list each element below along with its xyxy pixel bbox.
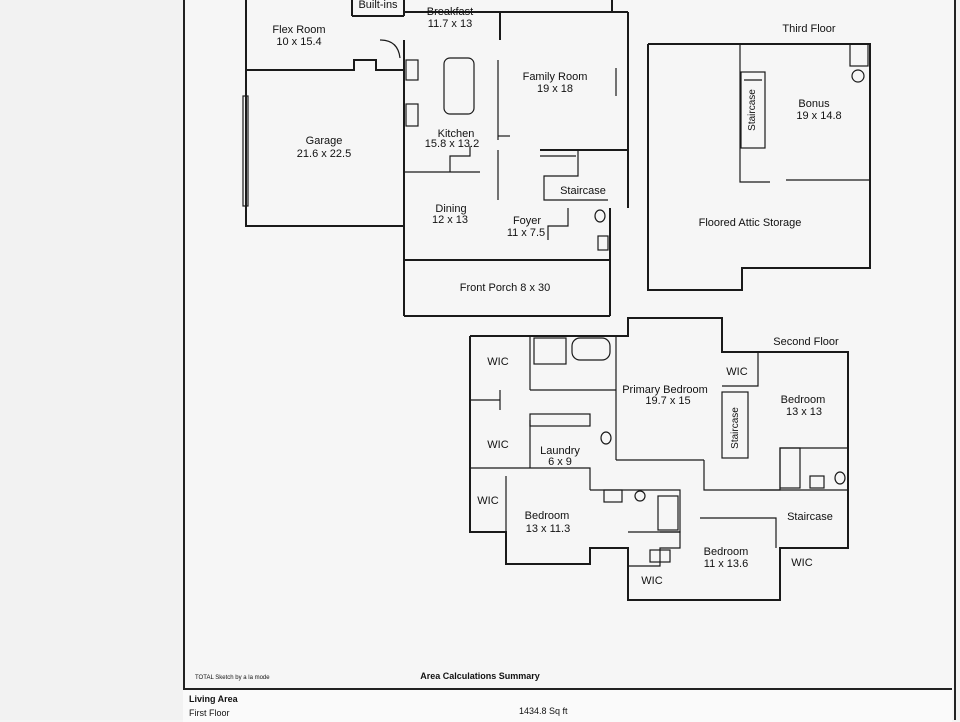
kitchen-counter [405, 59, 419, 81]
bottom-sink [649, 549, 671, 563]
living-area-heading: Living Area [189, 694, 238, 704]
bonus-name: Bonus [798, 98, 830, 110]
bedroom-bottom-name: Bedroom [704, 546, 749, 558]
vanity [529, 413, 591, 427]
staircase-second-right-label: Staircase [787, 511, 833, 523]
dining-name: Dining [435, 203, 466, 215]
bedroom-bottom-closet [628, 531, 681, 567]
foyer-wall [547, 208, 569, 240]
kitchen-island [443, 57, 475, 115]
pantry-wall [449, 146, 471, 172]
primary-bedroom-name: Primary Bedroom [622, 384, 708, 396]
first-floor-row-value: 1434.8 Sq ft [519, 706, 568, 716]
garage-name: Garage [306, 135, 343, 147]
bonus-dims: 19 x 14.8 [796, 110, 841, 122]
family-room-name: Family Room [523, 71, 588, 83]
bedroom-left-dims: 13 x 11.3 [526, 523, 570, 535]
bonus-left-wall [739, 44, 770, 183]
laundry-wall [530, 467, 591, 490]
foyer-name: Foyer [513, 215, 541, 227]
second-floor-plan [469, 317, 849, 601]
right-bath-walls [703, 447, 848, 491]
wic-label: WIC [487, 356, 508, 368]
bedroom-left-name: Bedroom [525, 510, 570, 522]
bedroom-right-name: Bedroom [781, 394, 826, 406]
kitchen-name: Kitchen [438, 128, 475, 140]
primary-bedroom-dims: 19.7 x 15 [645, 395, 690, 407]
wic-right-walls [722, 352, 759, 387]
toilet [600, 431, 612, 445]
tub-right [779, 447, 801, 489]
flex-room-name: Flex Room [272, 24, 325, 36]
garage-wall [245, 70, 404, 227]
bonus-toilet [849, 43, 869, 67]
first-floor-plan [242, 0, 629, 317]
area-summary-title: Area Calculations Summary [420, 671, 540, 681]
toilet [594, 209, 606, 223]
kitchen-dims: 15.8 x 13.2 [425, 138, 479, 150]
range [405, 103, 419, 127]
staircase-outline [543, 150, 608, 201]
wic-label: WIC [641, 575, 662, 587]
first-floor-row-label: First Floor [189, 708, 230, 718]
sink-right [809, 475, 825, 489]
door-swing [379, 39, 401, 59]
bedroom-bottom-top-wall [700, 517, 777, 548]
shower [533, 337, 567, 365]
plan-sheet [183, 0, 956, 720]
builtins-label: Built-ins [358, 0, 398, 11]
area-summary-table: Living Area First Floor 1434.8 Sq ft [183, 688, 952, 722]
staircase-second-label: Staircase [730, 407, 741, 449]
breakfast-name: Breakfast [427, 6, 473, 18]
laundry-name: Laundry [540, 445, 580, 457]
bathtub [571, 337, 611, 361]
third-floor-outline [647, 43, 871, 291]
hall-tub [657, 495, 679, 531]
front-porch-label: Front Porch 8 x 30 [460, 282, 551, 294]
attic-storage-label: Floored Attic Storage [699, 217, 802, 229]
staircase-third-label: Staircase [747, 89, 758, 131]
hall-toilet [634, 490, 646, 502]
wic-label: WIC [487, 439, 508, 451]
wic-label: WIC [477, 495, 498, 507]
flex-room-dims: 10 x 15.4 [276, 36, 321, 48]
toilet-right [834, 471, 846, 485]
foyer-dims: 11 x 7.5 [507, 227, 545, 239]
third-floor-plan [647, 43, 871, 291]
sketch-credit: TOTAL Sketch by a la mode [195, 675, 270, 681]
dining-dims: 12 x 13 [432, 214, 468, 226]
wic-label: WIC [726, 366, 747, 378]
bedroom-right-dims: 13 x 13 [786, 406, 822, 418]
bonus-sink [851, 69, 865, 83]
third-floor-title: Third Floor [782, 23, 836, 35]
second-floor-title: Second Floor [773, 336, 839, 348]
staircase-first-label: Staircase [560, 185, 606, 197]
hall-sink [603, 489, 623, 503]
wic-label: WIC [791, 557, 812, 569]
family-room-dims: 19 x 18 [537, 83, 573, 95]
laundry-dims: 6 x 9 [548, 456, 572, 468]
garage-door [242, 95, 249, 207]
breakfast-dims: 11.7 x 13 [428, 18, 472, 30]
second-floor-staircase [721, 391, 749, 459]
garage-dims: 21.6 x 22.5 [297, 148, 351, 160]
powder-sink [597, 235, 609, 251]
third-floor-staircase [740, 71, 766, 149]
bedroom-bottom-dims: 11 x 13.6 [704, 558, 748, 570]
